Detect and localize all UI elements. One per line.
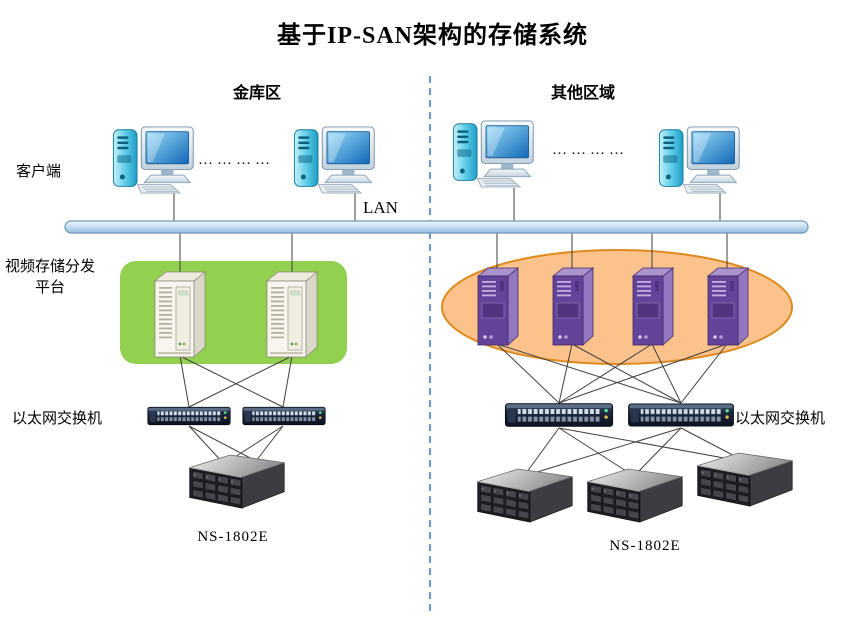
desktop-computer-icon [452,120,534,188]
lan-bus-bar [64,220,809,234]
ethernet-switches [147,403,734,427]
tower-server-icon [266,271,318,358]
page-title: 基于IP-SAN架构的存储系统 [276,23,588,49]
purple-tower-server-icon [632,267,674,346]
zone-label-other: 其他区域 [550,85,615,102]
storage-array-icon [587,468,683,523]
ethernet-switch-icon [628,403,734,427]
desktop-computer-icon [658,126,740,194]
ethernet-switch-icon [504,403,614,427]
client-label: 客户端 [16,164,62,180]
ellipsis-right: ………… [552,142,628,158]
purple-tower-server-icon [477,267,519,346]
video-platform-label: 视频存储分发平台 [5,259,96,296]
zone-label-vault: 金库区 [232,85,281,102]
desktop-computer-icon [112,126,194,194]
lan-label: LAN [363,198,398,217]
ethernet-switch-icon [147,406,231,426]
ellipsis-left: ………… [198,152,274,168]
storage-model-left: NS-1802E [197,529,269,545]
storage-model-right: NS-1802E [609,538,681,554]
switch-label-right: 以太网交换机 [735,411,826,427]
storage-arrays [189,452,793,523]
purple-tower-server-icon [707,267,749,346]
storage-array-icon [189,454,285,509]
storage-array-icon [697,452,793,507]
ethernet-switch-icon [242,406,326,426]
purple-tower-server-icon [552,267,594,346]
storage-array-icon [477,468,573,523]
tower-server-icon [154,271,206,358]
other-zone-container [441,249,793,365]
switch-label-left: 以太网交换机 [12,411,103,427]
desktop-computer-icon [293,126,375,194]
